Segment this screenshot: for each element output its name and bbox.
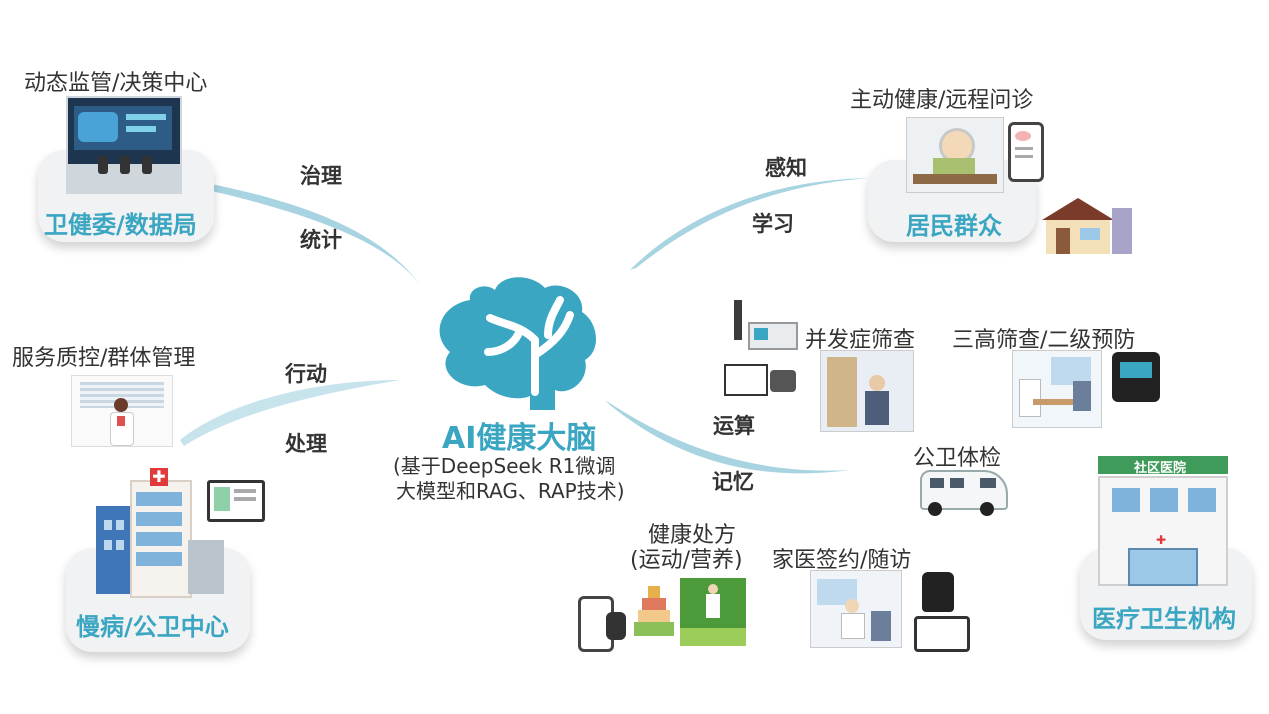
label-complication-screening: 并发症筛查 [805, 328, 916, 353]
community-hospital-sign: 社区医院 [1134, 461, 1187, 476]
connector-top-right [630, 178, 870, 270]
connector-mid-left [180, 380, 400, 446]
connector-right [605, 400, 850, 474]
title-medical-institution: 医疗卫生机构 [1092, 605, 1236, 633]
verb-statistics: 统计 [300, 228, 342, 252]
verb-perceive: 感知 [765, 156, 807, 180]
consultation-image [1012, 350, 1102, 428]
backpack-icon [922, 572, 954, 612]
screening-device-image [728, 300, 798, 356]
label-prescription-line1: 健康处方 [648, 523, 737, 548]
hospital-building-image: ✚ [96, 468, 226, 598]
caption-supervision-center: 动态监管/决策中心 [24, 71, 208, 96]
verb-action: 行动 [285, 362, 327, 386]
phone-icon [1008, 122, 1044, 182]
label-family-doctor: 家医签约/随访 [772, 548, 912, 573]
house-icon [1042, 198, 1132, 256]
remote-consult-image [906, 117, 1004, 193]
red-cross-icon: ✚ [150, 468, 168, 486]
center-subtitle-line2: 大模型和RAG、RAP技术) [396, 479, 625, 503]
title-health-commission: 卫健委/数据局 [44, 211, 197, 239]
complication-image [820, 350, 914, 432]
doctor-image [71, 375, 173, 447]
verb-memory: 记忆 [712, 470, 754, 494]
device-case-icon [1112, 352, 1160, 402]
caption-service-quality: 服务质控/群体管理 [12, 346, 196, 371]
small-monitor-icon [724, 364, 768, 396]
handheld-device-icon [770, 370, 796, 392]
exercise-image [680, 578, 746, 646]
caption-active-health: 主动健康/远程问诊 [850, 88, 1034, 113]
verb-govern: 治理 [300, 164, 342, 188]
label-prescription-line2: (运动/营养) [630, 548, 743, 573]
red-cross-icon-2: ✚ [1156, 533, 1167, 547]
family-doctor-image [810, 570, 902, 648]
verb-learn: 学习 [752, 212, 794, 236]
title-chronic-center: 慢病/公卫中心 [76, 613, 229, 641]
label-public-health-checkup: 公卫体检 [913, 446, 1002, 471]
community-hospital-image: ✚ [1098, 456, 1228, 586]
label-three-highs-screening: 三高筛查/二级预防 [952, 328, 1136, 353]
center-title: AI健康大脑 [442, 421, 597, 456]
verb-process: 处理 [285, 432, 327, 456]
ambulance-van-image [920, 470, 1024, 516]
control-room-image [66, 96, 182, 194]
title-residents: 居民群众 [906, 212, 1002, 240]
verb-compute: 运算 [713, 414, 755, 438]
tablet-icon [914, 616, 970, 652]
monitor-icon [207, 480, 265, 522]
center-subtitle-line1: (基于DeepSeek R1微调 [393, 454, 616, 478]
food-pyramid-icon [634, 586, 674, 638]
smartwatch-icon [606, 612, 626, 640]
